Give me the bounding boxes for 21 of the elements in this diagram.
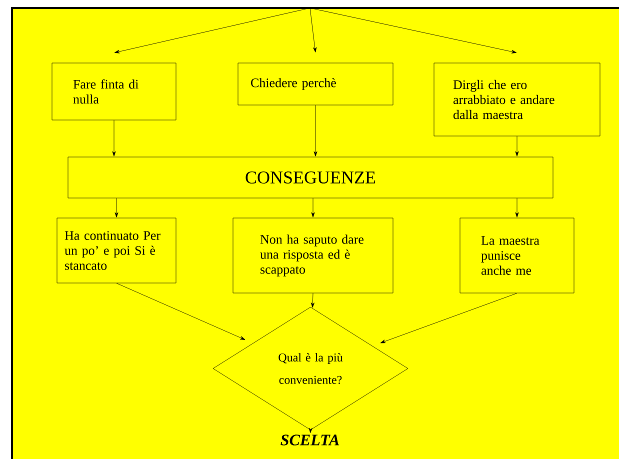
arrow xyxy=(380,293,518,344)
arrow xyxy=(116,283,246,340)
arrow xyxy=(515,136,519,156)
consequences-box: CONSEGUENZE xyxy=(68,156,554,198)
process-box: La maestra punisce anche me xyxy=(460,218,574,294)
process-box: Dirgli che ero arrabbiato e andare dalla maestra xyxy=(434,62,600,136)
process-box: Non ha saputo dare una risposta ed è scappato xyxy=(232,218,394,294)
process-box: Ha continuato Per un po’ e poi Si è stancato xyxy=(56,218,176,284)
process-box: Fare finta di nulla xyxy=(52,62,176,120)
result-text: SCELTA xyxy=(280,434,339,446)
arrow xyxy=(114,8,310,54)
arrow xyxy=(114,198,118,218)
arrow xyxy=(308,428,312,433)
arrow xyxy=(311,198,315,218)
arrow xyxy=(515,198,519,218)
arrow xyxy=(112,120,116,156)
arrow xyxy=(310,293,314,308)
arrow xyxy=(310,8,317,52)
arrow xyxy=(314,105,318,156)
process-box: Chiedere perchè xyxy=(238,62,394,106)
arrow xyxy=(310,8,517,54)
